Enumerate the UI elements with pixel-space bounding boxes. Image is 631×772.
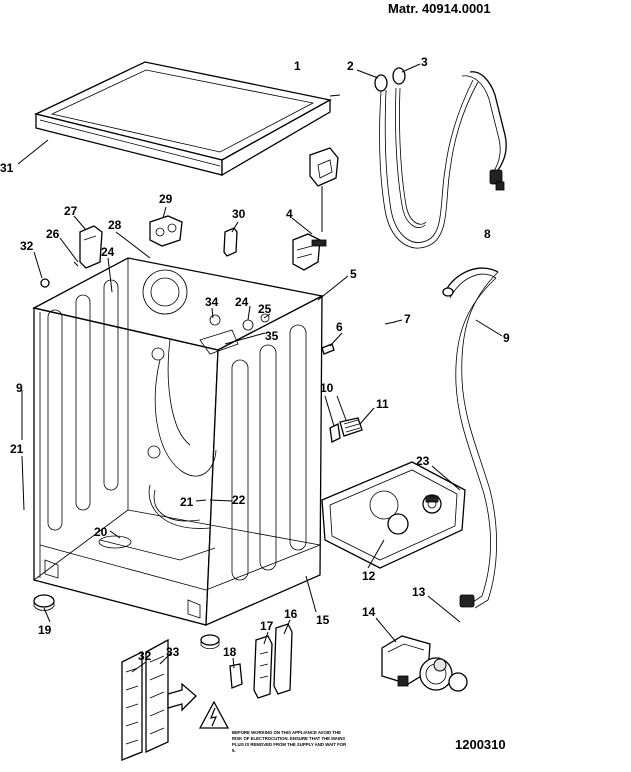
callout-28: 28 [108, 218, 122, 232]
callout-9-left: 9 [16, 381, 23, 395]
callout-2: 2 [347, 59, 354, 73]
drain-hose [442, 267, 499, 609]
warning-line-2: RISK OF ELECTROCUTION. ENSURE THAT THE M… [232, 736, 345, 741]
callout-26: 26 [46, 227, 60, 241]
callout-1: 1 [294, 59, 301, 73]
callout-17: 17 [260, 619, 274, 633]
fasteners [321, 321, 396, 443]
callout-5: 5 [350, 267, 357, 281]
callout-30: 30 [232, 207, 246, 221]
callout-24-right: 24 [235, 295, 249, 309]
callout-10: 10 [320, 381, 334, 395]
callout-24-left: 24 [101, 245, 115, 259]
callout-14: 14 [362, 605, 376, 619]
callout-13: 13 [412, 585, 426, 599]
small-components-top [40, 215, 238, 288]
callout-32-top: 32 [20, 239, 34, 253]
warning-line-3: PLUG IS REMOVED FROM THE SUPPLY AND WAIT… [232, 742, 347, 747]
drawing-number: 1200310 [455, 737, 506, 752]
feet [33, 594, 220, 650]
callout-20: 20 [94, 525, 108, 539]
callout-3: 3 [421, 55, 428, 69]
callout-35: 35 [265, 329, 279, 343]
callout-15: 15 [316, 613, 330, 627]
callout-23: 23 [416, 454, 430, 468]
callout-31: 31 [0, 161, 14, 175]
callout-19: 19 [38, 623, 52, 637]
callout-21-center: 21 [180, 495, 194, 509]
callout-8: 8 [484, 227, 491, 241]
insulation-strips [121, 638, 197, 761]
callout-21-left: 21 [10, 442, 24, 456]
drain-pump [381, 635, 468, 692]
callout-25: 25 [258, 302, 272, 316]
callout-27: 27 [64, 204, 78, 218]
warning-line-1: BEFORE WORKING ON THIS APPLIANCE AVOID T… [232, 730, 341, 735]
leader-lines [17, 63, 503, 673]
callout-22: 22 [232, 493, 246, 507]
callout-9-hose: 9 [503, 331, 510, 345]
callout-33: 33 [166, 645, 180, 659]
door-lock-switch [292, 147, 339, 271]
dispenser-housing [321, 461, 466, 569]
cabinet-frame [32, 257, 324, 627]
callout-16: 16 [284, 607, 298, 621]
material-code: Matr. 40914.0001 [388, 1, 491, 16]
callout-34: 34 [205, 295, 219, 309]
callout-12: 12 [362, 569, 376, 583]
callout-29: 29 [159, 192, 173, 206]
callout-6: 6 [336, 320, 343, 334]
brackets-bottom [229, 623, 293, 699]
callout-7: 7 [404, 312, 411, 326]
warning-text: BEFORE WORKING ON THIS APPLIANCE AVOID T… [232, 730, 347, 753]
callout-18: 18 [223, 645, 237, 659]
callout-11: 11 [376, 397, 389, 411]
top-lid [34, 61, 332, 177]
warning-label [198, 700, 230, 729]
inlet-hose-assembly [329, 67, 507, 249]
warning-line-4: 5. [232, 748, 236, 753]
callout-labels: 1 2 3 31 29 27 28 30 4 8 26 32 24 5 34 2… [0, 55, 510, 663]
callout-32-bottom: 32 [138, 649, 152, 663]
callout-4: 4 [286, 207, 293, 221]
